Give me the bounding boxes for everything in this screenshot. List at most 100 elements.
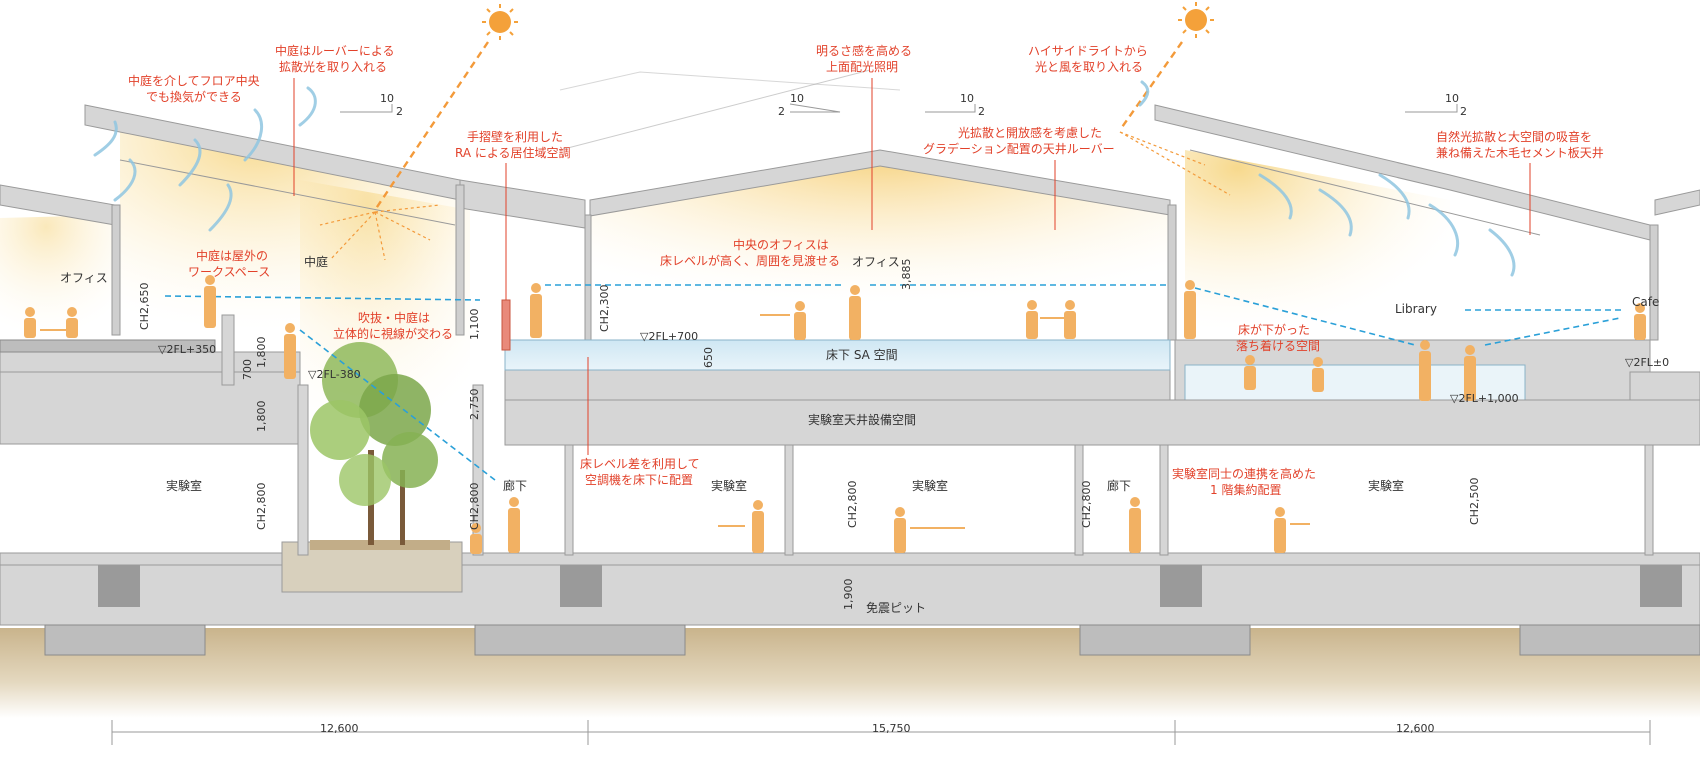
svg-text:空調機を床下に配置: 空調機を床下に配置 [585,472,693,487]
furniture [40,314,1310,529]
label-underfloor: 床下 SA 空間 [826,348,898,362]
wall [297,384,309,556]
note-courtyard-ventilation: 中庭を介してフロア中央 でも換気ができる [128,73,260,104]
room-label-lab-left: 実験室 [166,478,202,493]
dim-ch2800-center: CH2,800 [846,481,859,528]
room-label-corridor-right: 廊下 [1107,478,1131,493]
lab-ceiling-space [504,399,1700,446]
room-label-lab-right: 実験室 [1368,478,1404,493]
level-fl-1000: ▽2FL+1,000 [1450,392,1519,405]
room-label-courtyard: 中庭 [304,254,328,269]
note-sunken-space: 床が下がった 落ち着ける空間 [1236,322,1320,353]
isolators [98,565,1682,607]
room-label-library: Library [1395,302,1437,316]
svg-text:でも換気ができる: でも換気ができる [146,89,242,104]
note-highside-light: ハイサイドライトから 光と風を取り入れる [1028,44,1148,74]
svg-text:10: 10 [790,92,804,105]
dim-1800b: 1,800 [255,401,268,433]
roof-far-right [1654,189,1700,216]
slab-1f [0,552,1700,566]
wall [1074,444,1084,556]
footing [474,624,686,656]
svg-text:兼ね備えた木毛セメント板天井: 兼ね備えた木毛セメント板天井 [1436,145,1604,160]
dim-3885: 3,885 [900,259,913,291]
underfloor-sa [504,339,1171,371]
svg-text:中庭はルーバーによる: 中庭はルーバーによる [275,43,395,58]
dim-ch2800-left: CH2,800 [255,483,268,530]
svg-text:拡散光を取り入れる: 拡散光を取り入れる [279,59,387,74]
light-glow-center [590,152,1170,340]
note-underfloor-ac: 床レベル差を利用して 空調機を床下に配置 [580,357,700,487]
svg-text:中央のオフィスは: 中央のオフィスは [733,237,829,252]
post [1649,224,1659,341]
room-label-lab-center: 実験室 [711,478,747,493]
svg-text:2: 2 [778,105,785,118]
dim-1900: 1,900 [842,579,855,611]
note-ra-handrail: 手摺壁を利用した RA による居住域空調 [455,129,571,300]
slope-mark: 10 2 [340,92,403,118]
svg-text:2: 2 [1460,105,1467,118]
dim-1800a: 1,800 [255,337,268,369]
dim-ch2500: CH2,500 [1468,478,1481,525]
dim-2750: 2,750 [468,389,481,421]
slope-mark: 10 2 [778,92,841,118]
svg-text:RA による居住域空調: RA による居住域空調 [455,146,571,160]
planter [310,540,450,550]
room-label-office-left: オフィス [60,271,108,285]
light-glow-right [1185,150,1450,330]
svg-text:吹抜・中庭は: 吹抜・中庭は [358,310,430,325]
svg-text:立体的に視線が交わる: 立体的に視線が交わる [333,326,453,341]
person-icon [24,275,1646,554]
airflow-arrows [93,80,1516,277]
sun-icon [482,4,518,40]
roof-left-lower [459,179,586,229]
svg-text:中庭は屋外の: 中庭は屋外の [196,248,268,263]
room-label-corridor-left: 廊下 [503,478,527,493]
note-wood-cement-ceiling: 自然光拡散と大空間の吸音を 兼ね備えた木毛セメント板天井 [1436,129,1604,235]
svg-text:上面配光照明: 上面配光照明 [826,60,898,74]
courtyard-wall [221,314,235,386]
dim-700: 700 [241,359,254,380]
svg-text:10: 10 [380,92,394,105]
sun-ray [1119,41,1183,131]
svg-text:ワークスペース: ワークスペース [188,265,270,279]
svg-text:10: 10 [1445,92,1459,105]
wall [784,444,794,556]
slab-2f-left [0,351,301,445]
note-void-sightline: 吹抜・中庭は 立体的に視線が交わる [333,310,453,341]
note-lab-collaboration: 実験室同士の連携を高めた 1 階集約配置 [1172,466,1316,497]
svg-text:自然光拡散と大空間の吸音を: 自然光拡散と大空間の吸音を [1436,129,1592,144]
footing [1519,624,1700,656]
svg-text:落ち着ける空間: 落ち着ける空間 [1236,338,1320,353]
tree-icon [310,342,438,545]
room-label-cafe: Cafe [1632,295,1659,309]
dim-ch2650: CH2,650 [138,283,151,330]
note-raised-office: 中央のオフィスは 床レベルが高く、周囲を見渡せる [660,237,840,268]
level-fl-m380: ▽2FL-380 [308,368,361,381]
svg-text:光と風を取り入れる: 光と風を取り入れる [1035,60,1143,74]
slope-mark: 10 2 [1405,92,1467,118]
dim-span-right: 12,600 [1396,722,1435,735]
note-louver-diffuse: 中庭はルーバーによる 拡散光を取り入れる [275,43,395,196]
svg-text:光拡散と開放感を考慮した: 光拡散と開放感を考慮した [958,125,1102,140]
label-seismic-pit: 免震ピット [866,600,926,615]
post [584,214,592,341]
sun-icon [1178,2,1214,38]
level-fl-0: ▽2FL±0 [1625,356,1669,369]
svg-text:手摺壁を利用した: 手摺壁を利用した [467,129,563,144]
svg-text:ハイサイドライトから: ハイサイドライトから [1028,44,1148,58]
slab-2f-left-thin [0,339,216,353]
light-glow-left-edge [0,215,115,335]
svg-text:2: 2 [396,105,403,118]
wall [1644,444,1654,556]
label-lab-ceiling: 実験室天井設備空間 [808,412,916,427]
wall [1159,444,1169,556]
diffuse-rays [319,204,441,261]
dim-ch2800-corr2: CH2,800 [1080,481,1093,528]
sightlines [164,284,1625,481]
dim-1100: 1,100 [468,309,481,341]
ra-handrail [501,299,511,351]
svg-text:床レベル差を利用して: 床レベル差を利用して [580,457,700,471]
